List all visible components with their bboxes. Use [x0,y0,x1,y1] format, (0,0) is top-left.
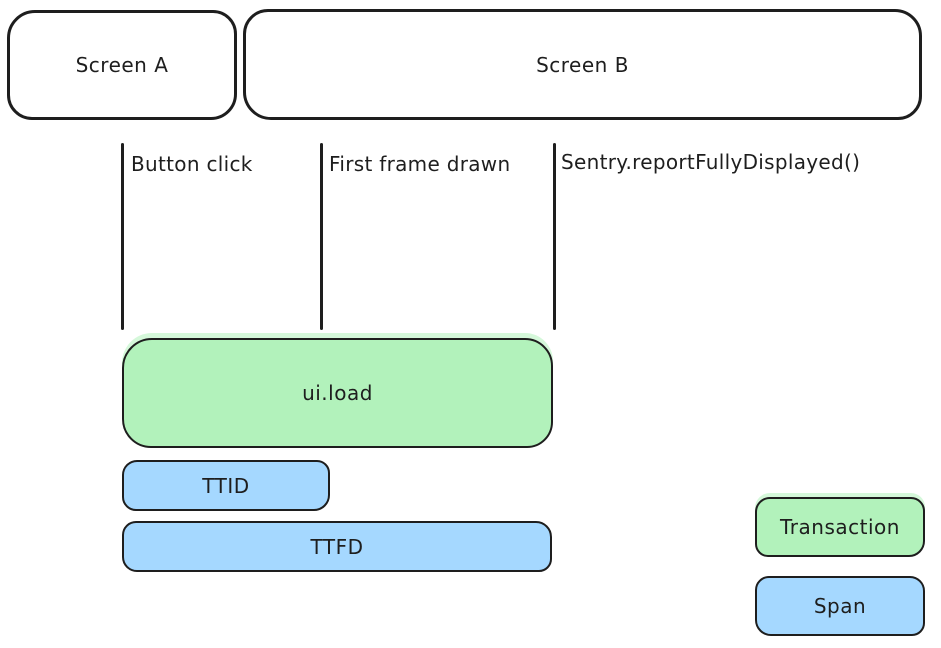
button-click-label: Button click [131,152,253,176]
report-fully-displayed-label: Sentry.reportFullyDisplayed() [561,150,861,174]
button-click-marker-line [121,143,124,330]
ttfd-span-bar: TTFD [122,521,552,572]
ui-load-transaction-bar: ui.load [122,338,553,448]
first-frame-drawn-label: First frame drawn [329,152,511,176]
legend-transaction-label: Transaction [780,515,900,539]
screen-b-label: Screen B [536,52,629,77]
ui-load-label: ui.load [302,381,373,405]
legend-transaction: Transaction [755,497,925,557]
screen-a-box: Screen A [7,10,237,120]
ttfd-label: TTFD [310,534,364,559]
legend-span: Span [755,576,925,636]
legend-span-label: Span [813,594,867,618]
ttid-span-bar: TTID [122,460,330,511]
screen-b-box: Screen B [243,9,922,120]
ttid-label: TTID [202,473,250,498]
screen-a-label: Screen A [75,53,169,77]
report-fully-displayed-marker-line [553,143,556,330]
first-frame-drawn-marker-line [320,143,323,330]
